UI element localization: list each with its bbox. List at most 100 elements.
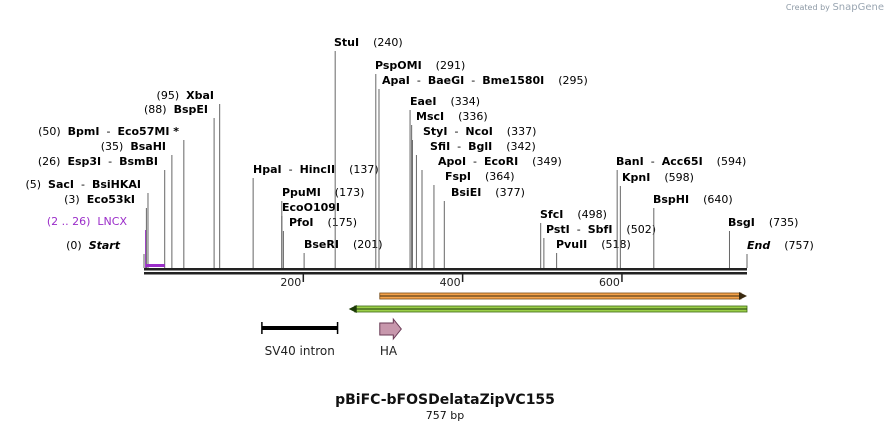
site-label-part: (5) — [25, 178, 48, 191]
credit-prefix: Created by — [785, 3, 830, 12]
site-label-part: PstI — [546, 223, 570, 236]
site-label-part: (337) — [493, 125, 537, 138]
ruler-tick-label: 400 — [440, 276, 461, 289]
site-label-part: BglI — [468, 140, 492, 153]
snapgene-logo-text: SnapGene — [832, 2, 884, 13]
site-label-part: (35) — [101, 140, 131, 153]
site-label-part: LNCX — [97, 215, 127, 228]
site-label-part: PfoI — [289, 216, 314, 229]
site-label-bsgi: BsgI (735) — [728, 216, 798, 229]
site-label-part: Start — [89, 239, 121, 252]
site-label-part: - — [466, 155, 484, 168]
site-label-part: Bme1580I — [482, 74, 544, 87]
site-label-part: (342) — [492, 140, 536, 153]
site-label-part: (201) — [339, 238, 383, 251]
site-label-hpai: HpaI - HincII (137) — [253, 163, 379, 176]
site-label-sfci: SfcI (498) — [540, 208, 607, 221]
snapgene-credit: Created by SnapGene — [786, 2, 884, 13]
site-label-part: Esp3I — [67, 155, 101, 168]
site-label-lncx: (2 .. 26) LNCX — [47, 215, 128, 228]
site-label-bsphi: BspHI (640) — [653, 193, 733, 206]
site-label-part: - — [450, 140, 468, 153]
site-label-part: SfcI — [540, 208, 563, 221]
site-label-pspomi: PspOMI (291) — [375, 59, 465, 72]
site-label-part: BsaHI — [130, 140, 166, 153]
site-label-part: (640) — [689, 193, 733, 206]
site-label-part: ApoI — [438, 155, 466, 168]
plasmid-name: pBiFC-bFOSDelataZipVC155 — [335, 392, 555, 408]
site-label-part: PspOMI — [375, 59, 422, 72]
site-label-part: - — [447, 125, 465, 138]
site-label-part: (88) — [144, 103, 174, 116]
feature-label-ha: HA — [380, 344, 398, 358]
site-label-psti: PstI - SbfI (502) — [546, 223, 656, 236]
site-label-part: (2 .. 26) — [47, 215, 98, 228]
site-label-part: (95) — [157, 89, 187, 102]
site-label-ppumi: PpuMI (173) — [282, 186, 364, 199]
site-label-part: - — [644, 155, 662, 168]
site-label-part: - — [464, 74, 482, 87]
site-label-part: StuI — [334, 36, 359, 49]
site-label-sfii: SfiI - BglI (342) — [430, 140, 536, 153]
site-label-part: BsiEI — [451, 186, 481, 199]
site-label-part: (594) — [703, 155, 747, 168]
site-label-part: (137) — [335, 163, 379, 176]
site-label-part: (757) — [770, 239, 814, 252]
site-label-part: SfiI — [430, 140, 450, 153]
site-label-bani: BanI - Acc65I (594) — [616, 155, 746, 168]
site-label-part: (502) — [612, 223, 656, 236]
site-label-xbai: (95) XbaI — [157, 89, 214, 102]
site-label-part: BpmI — [68, 125, 100, 138]
site-label-start: (0) Start — [66, 239, 121, 252]
site-label-part: (50) — [38, 125, 68, 138]
feature-label-sv40-intron: SV40 intron — [265, 344, 335, 358]
site-label-part: - — [282, 163, 300, 176]
site-label-pvuii: PvuII (518) — [556, 238, 631, 251]
site-label-part: EaeI — [410, 95, 437, 108]
site-label-part: BaeGI — [428, 74, 464, 87]
site-label-apai: ApaI - BaeGI - Bme1580I (295) — [382, 74, 588, 87]
site-label-part: SbfI — [588, 223, 613, 236]
site-label-part: Eco53kI — [87, 193, 135, 206]
site-label-pfoi: PfoI (175) — [289, 216, 357, 229]
ruler-tick-label: 600 — [599, 276, 620, 289]
site-label-part: (334) — [437, 95, 481, 108]
site-label-bsiei: BsiEI (377) — [451, 186, 525, 199]
site-label-part: (498) — [563, 208, 607, 221]
site-label-fspi: FspI (364) — [445, 170, 515, 183]
site-label-part: - — [570, 223, 588, 236]
site-label-part: BanI — [616, 155, 644, 168]
site-label-apoi: ApoI - EcoRI (349) — [438, 155, 562, 168]
site-label-part: EcoO109I — [282, 201, 340, 214]
feature-orange-feature-head — [739, 292, 747, 300]
site-label-part: - — [410, 74, 428, 87]
site-label-part: EcoRI — [484, 155, 518, 168]
site-label-part: PpuMI — [282, 186, 321, 199]
site-label-part: BseRI — [304, 238, 339, 251]
site-label-part: End — [747, 239, 770, 252]
site-label-bseri: BseRI (201) — [304, 238, 383, 251]
site-label-part: BsmBI — [119, 155, 158, 168]
site-label-part: BsiHKAI — [92, 178, 141, 191]
feature-ha — [379, 317, 402, 341]
site-label-part: BsgI — [728, 216, 755, 229]
site-label-part: NcoI — [465, 125, 492, 138]
site-label-part: (26) — [38, 155, 68, 168]
site-label-part: SacI — [48, 178, 74, 191]
site-label-bpmi: (50) BpmI - Eco57MI * — [38, 125, 179, 138]
site-label-part: PvuII — [556, 238, 587, 251]
site-label-esp3i: (26) Esp3I - BsmBI — [38, 155, 158, 168]
site-label-saci: (5) SacI - BsiHKAI — [25, 178, 141, 191]
site-label-part: KpnI — [622, 171, 650, 184]
site-label-part: (518) — [587, 238, 631, 251]
site-label-part: (240) — [359, 36, 403, 49]
site-label-eco53ki: (3) Eco53kI — [64, 193, 135, 206]
site-label-end: End (757) — [747, 239, 814, 252]
site-label-part: (0) — [66, 239, 89, 252]
feature-sv40-intron — [261, 326, 338, 330]
site-label-part: (295) — [544, 74, 588, 87]
site-label-part: (291) — [422, 59, 466, 72]
site-label-part: (598) — [650, 171, 694, 184]
site-label-bsahi: (35) BsaHI — [101, 140, 166, 153]
